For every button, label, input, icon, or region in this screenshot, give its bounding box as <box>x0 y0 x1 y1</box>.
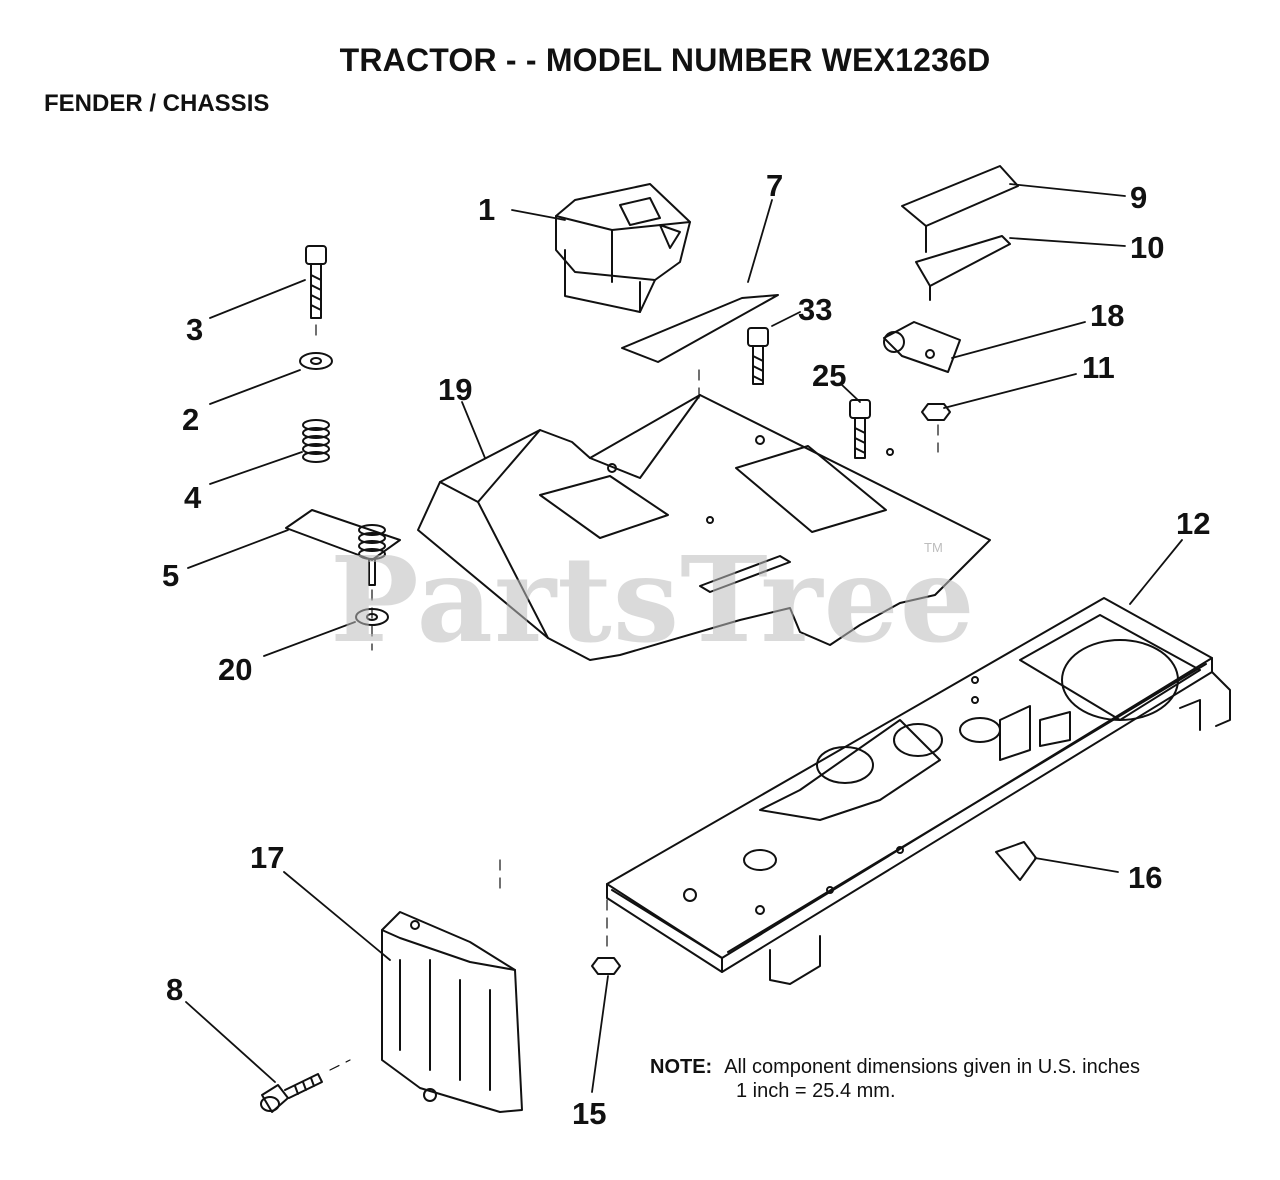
callout-15: 15 <box>572 1096 607 1131</box>
callout-9: 9 <box>1130 180 1148 215</box>
callout-16: 16 <box>1128 860 1163 895</box>
callout-20: 20 <box>218 652 253 687</box>
part-16-clip <box>995 841 1037 881</box>
watermark-trademark: TM <box>924 540 943 555</box>
spring-4 <box>302 419 330 463</box>
washer-20 <box>355 608 389 626</box>
section-title: FENDER / CHASSIS <box>44 90 270 117</box>
bolt-3 <box>305 245 327 319</box>
nut-11 <box>921 403 951 421</box>
bolt-8 <box>260 1073 323 1113</box>
callout-2: 2 <box>182 402 200 437</box>
callout-1: 1 <box>478 192 496 227</box>
part-7-decal <box>621 294 779 363</box>
callout-7: 7 <box>766 168 784 203</box>
part-17-plate <box>381 911 523 1113</box>
callout-19: 19 <box>438 372 473 407</box>
spring-plate-5 <box>285 509 401 586</box>
callout-12: 12 <box>1176 506 1211 541</box>
bolt-25 <box>849 399 871 459</box>
note-line-2: 1 inch = 25.4 mm. <box>736 1080 896 1102</box>
diagram-title: TRACTOR - - MODEL NUMBER WEX1236D <box>339 42 991 78</box>
dimension-note: NOTE: All component dimensions given in U… <box>650 1055 1140 1103</box>
callout-25: 25 <box>812 358 847 393</box>
watermark: PartsTree <box>330 530 976 669</box>
callout-10: 10 <box>1130 230 1165 265</box>
callout-5: 5 <box>162 558 180 593</box>
callout-17: 17 <box>250 840 285 875</box>
nut-15 <box>591 957 621 975</box>
part-1-seat-bracket <box>555 183 691 313</box>
callout-11: 11 <box>1082 350 1115 385</box>
part-19-fender <box>417 394 991 661</box>
callout-18: 18 <box>1090 298 1125 333</box>
part-12-chassis-frame <box>606 597 1231 985</box>
bolt-33 <box>747 327 769 385</box>
part-9-10-18-bracket <box>883 165 1019 373</box>
washer-2 <box>299 352 333 370</box>
note-line-1: All component dimensions given in U.S. i… <box>724 1056 1140 1078</box>
callout-8: 8 <box>166 972 184 1007</box>
note-label: NOTE: <box>650 1056 713 1078</box>
callout-33: 33 <box>798 292 833 327</box>
callout-4: 4 <box>184 480 202 515</box>
callout-3: 3 <box>186 312 204 347</box>
